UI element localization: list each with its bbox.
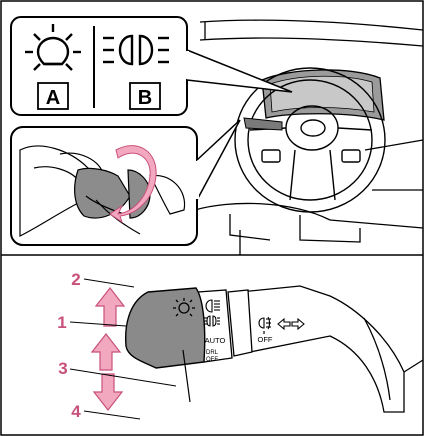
light-switch-knob [126, 288, 205, 368]
fog-off-label: OFF [258, 335, 273, 344]
auto-label: AUTO [205, 336, 226, 345]
callout-1: 1 [57, 313, 66, 332]
label-a: A [46, 87, 60, 109]
callout-3: 3 [58, 359, 67, 378]
label-b: B [138, 87, 152, 109]
drl-off-label: OFF [206, 357, 218, 363]
drl-label: DRL [206, 350, 219, 356]
callout-4: 4 [71, 402, 81, 421]
callout-2: 2 [71, 270, 80, 289]
